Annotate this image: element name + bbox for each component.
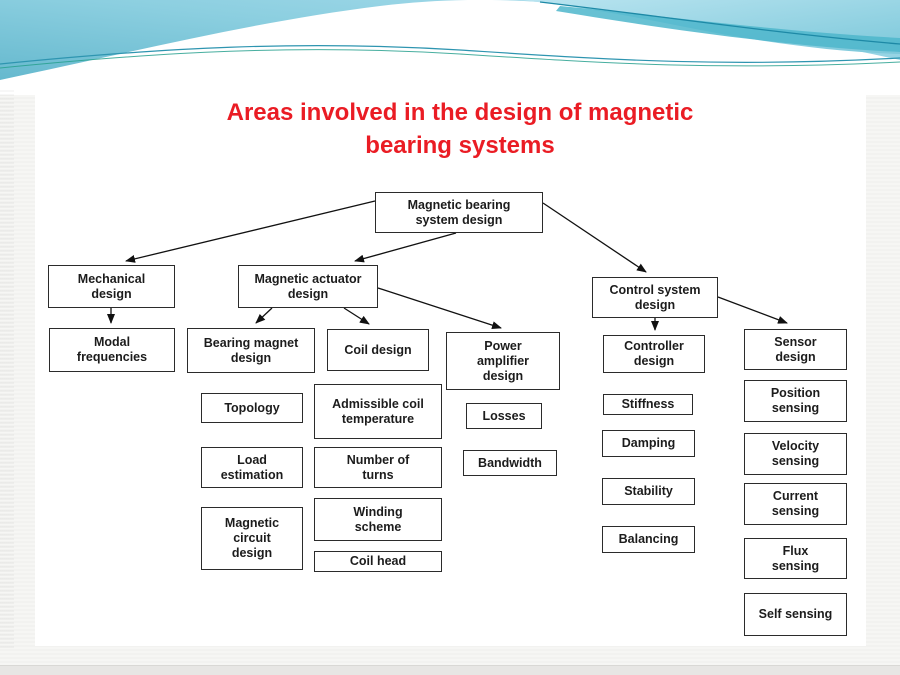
node-coil-head: Coil head xyxy=(314,551,442,572)
node-velocity-sensing: Velocity sensing xyxy=(744,433,847,475)
node-topology: Topology xyxy=(201,393,303,423)
node-modal-frequencies: Modal frequencies xyxy=(49,328,175,372)
node-admissible-coil-temperature: Admissible coil temperature xyxy=(314,384,442,439)
node-bearing-magnet-design: Bearing magnet design xyxy=(187,328,315,373)
node-stiffness: Stiffness xyxy=(603,394,693,415)
node-stability: Stability xyxy=(602,478,695,505)
slide-title: Areas involved in the design of magnetic… xyxy=(226,99,694,159)
node-load-estimation: Load estimation xyxy=(201,447,303,488)
node-position-sensing: Position sensing xyxy=(744,380,847,422)
node-losses: Losses xyxy=(466,403,542,429)
slide-bottom-edge xyxy=(0,665,900,675)
node-bandwidth: Bandwidth xyxy=(463,450,557,476)
node-sensor-design: Sensor design xyxy=(744,329,847,370)
node-self-sensing: Self sensing xyxy=(744,593,847,636)
node-controller-design: Controller design xyxy=(603,335,705,373)
node-coil-design: Coil design xyxy=(327,329,429,371)
node-flux-sensing: Flux sensing xyxy=(744,538,847,579)
node-winding-scheme: Winding scheme xyxy=(314,498,442,541)
node-magnetic-actuator-design: Magnetic actuator design xyxy=(238,265,378,308)
node-magnetic-circuit-design: Magnetic circuit design xyxy=(201,507,303,570)
node-control-system-design: Control system design xyxy=(592,277,718,318)
left-edge-texture xyxy=(0,88,14,648)
node-mechanical-design: Mechanical design xyxy=(48,265,175,308)
node-current-sensing: Current sensing xyxy=(744,483,847,525)
node-magnetic-bearing-system-design: Magnetic bearing system design xyxy=(375,192,543,233)
node-damping: Damping xyxy=(602,430,695,457)
node-number-of-turns: Number of turns xyxy=(314,447,442,488)
node-power-amplifier-design: Power amplifier design xyxy=(446,332,560,390)
node-balancing: Balancing xyxy=(602,526,695,553)
header-wave-decoration xyxy=(0,0,900,95)
